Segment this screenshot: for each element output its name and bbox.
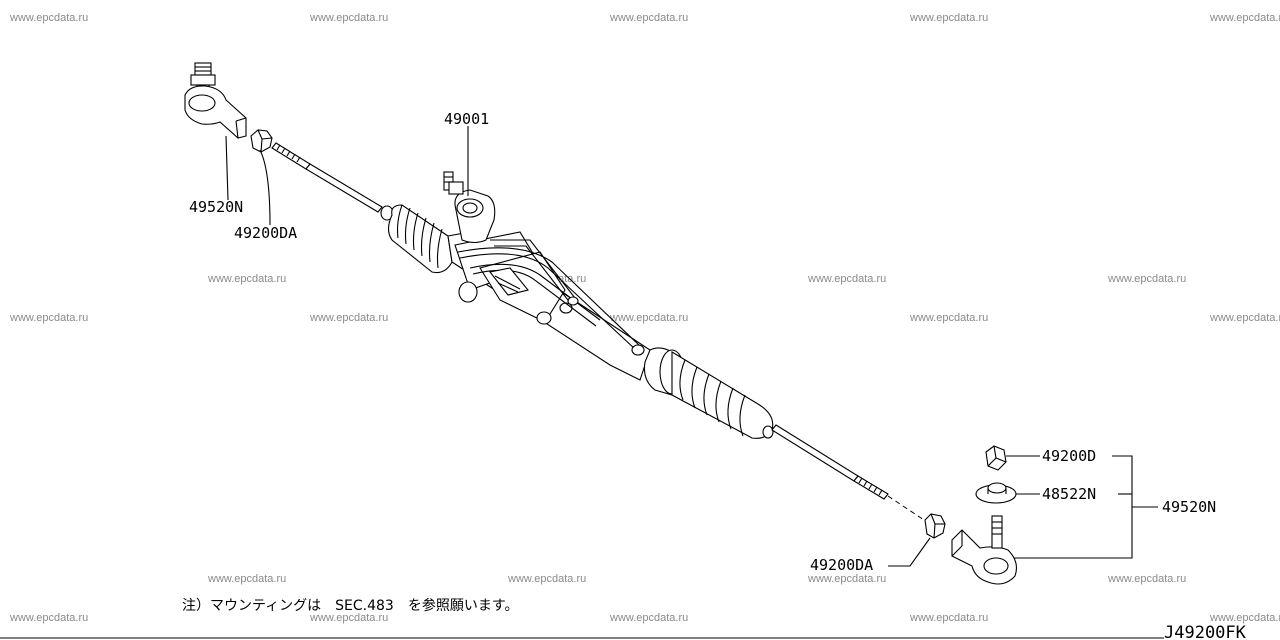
label-tie-rod-end-left[interactable]: 49520N <box>189 198 243 216</box>
label-boot-right[interactable]: 48522N <box>1042 485 1096 503</box>
watermark: www.epcdata.ru <box>807 273 886 285</box>
watermark: www.epcdata.ru <box>9 312 88 324</box>
watermark: www.epcdata.ru <box>609 12 688 24</box>
label-rack-assembly[interactable]: 49001 <box>444 110 489 128</box>
label-nut-right[interactable]: 49200D <box>1042 447 1096 465</box>
label-lock-nut-left[interactable]: 49200DA <box>234 224 297 242</box>
watermark: www.epcdata.ru <box>909 12 988 24</box>
mounting-note: 注）マウンティングは SEC.483 を参照願います。 <box>182 597 518 614</box>
label-lock-nut-right[interactable]: 49200DA <box>810 556 873 574</box>
watermark: www.epcdata.ru <box>1107 573 1186 585</box>
watermark: www.epcdata.ru <box>9 12 88 24</box>
nut-right[interactable] <box>985 445 1007 471</box>
watermark: www.epcdata.ru <box>309 12 388 24</box>
watermark: www.epcdata.ru <box>1209 12 1280 24</box>
watermark: www.epcdata.ru <box>909 612 988 624</box>
watermark: www.epcdata.ru <box>9 612 88 624</box>
watermark: www.epcdata.ru <box>1209 612 1280 624</box>
watermark: www.epcdata.ru <box>207 573 286 585</box>
tie-rod-left <box>271 142 394 221</box>
tie-rod-end-right[interactable] <box>951 515 1017 585</box>
watermark: www.epcdata.ru <box>609 312 688 324</box>
lock-nut-right[interactable] <box>924 513 946 539</box>
leader-lines <box>225 126 1158 567</box>
watermark: www.epcdata.ru <box>309 312 388 324</box>
watermark: www.epcdata.ru <box>507 573 586 585</box>
boot-left <box>387 204 453 274</box>
boot-cap-right[interactable] <box>975 482 1017 504</box>
watermark: www.epcdata.ru <box>609 612 688 624</box>
tie-rod-end-left[interactable] <box>184 62 247 139</box>
watermark: www.epcdata.ru <box>1209 312 1280 324</box>
watermark: www.epcdata.ru <box>807 573 886 585</box>
lock-nut-left[interactable] <box>250 129 273 153</box>
watermark: www.epcdata.ru <box>207 273 286 285</box>
tie-rod-right <box>771 424 925 521</box>
drawing-code: J49200FK <box>1164 623 1247 640</box>
label-tie-rod-end-right[interactable]: 49520N <box>1162 498 1216 516</box>
boot-right <box>671 351 774 439</box>
watermark: www.epcdata.ru <box>309 612 388 624</box>
watermark: www.epcdata.ru <box>1107 273 1186 285</box>
watermark: www.epcdata.ru <box>909 312 988 324</box>
steering-gear-housing[interactable] <box>443 171 651 381</box>
